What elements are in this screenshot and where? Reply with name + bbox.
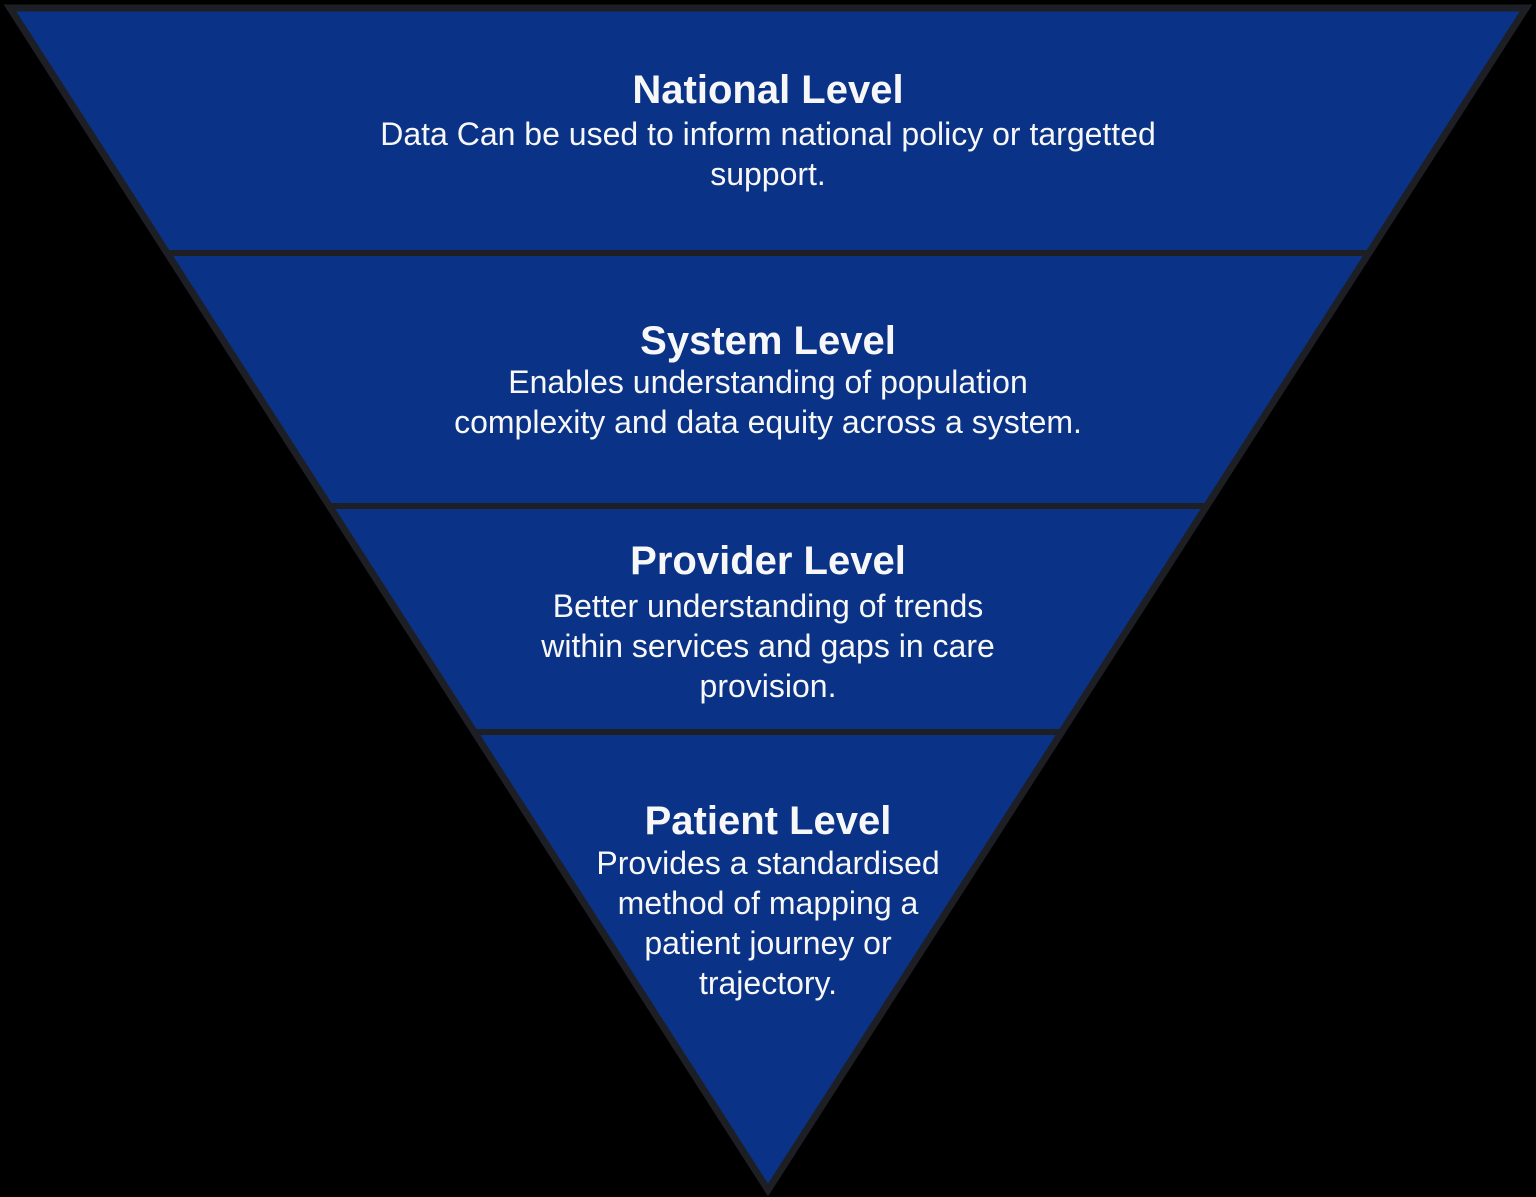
level-desc-patient: Provides a standardised method of mappin… xyxy=(0,843,1536,1003)
desc-line: trajectory. xyxy=(698,965,838,1001)
desc-line: provision. xyxy=(699,668,837,704)
pyramid-triangle xyxy=(3,4,1533,1197)
desc-line: support. xyxy=(710,156,826,192)
desc-line: Data Can be used to inform national poli… xyxy=(380,116,1156,152)
desc-line: Enables understanding of population xyxy=(508,364,1028,400)
desc-line: Better understanding of trends xyxy=(552,588,984,624)
desc-line: method of mapping a xyxy=(617,885,919,921)
desc-line: complexity and data equity across a syst… xyxy=(454,404,1082,440)
level-desc-national: Data Can be used to inform national poli… xyxy=(0,114,1536,194)
desc-line: Provides a standardised xyxy=(596,845,940,881)
level-desc-provider: Better understanding of trends within se… xyxy=(0,586,1536,706)
desc-line: within services and gaps in care xyxy=(541,628,995,664)
level-desc-system: Enables understanding of population comp… xyxy=(0,362,1536,442)
desc-line: patient journey or xyxy=(644,925,892,961)
